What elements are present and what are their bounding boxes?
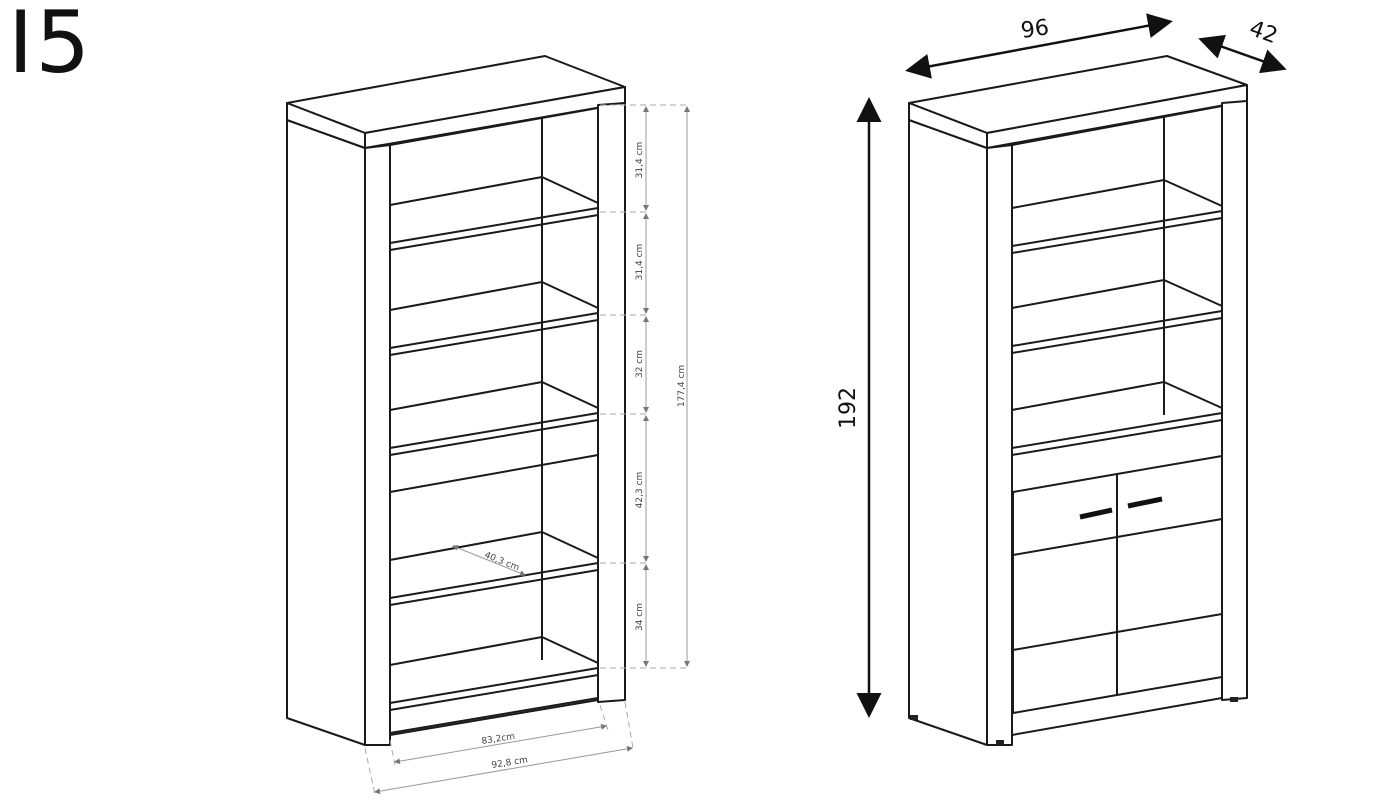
shelf-height-1: 31,4 cm [635, 142, 645, 179]
cabinet-shelf [1011, 381, 1223, 456]
right-door-handle[interactable] [1127, 496, 1163, 509]
shelf-height-5: 34 cm [635, 603, 645, 631]
cabinet-shelf [1011, 279, 1223, 354]
bookcase-shelf [389, 531, 599, 606]
bookcase-divider [389, 454, 599, 493]
left-door-handle[interactable] [1079, 507, 1113, 520]
bookcase-shelf [389, 176, 599, 251]
open-bookcase-drawing [286, 55, 626, 746]
inner-height: 177,4 cm [677, 365, 687, 407]
shelf-height-3: 32 cm [635, 350, 645, 378]
depth-label: 42 [1246, 16, 1281, 49]
width-label: 96 [1019, 15, 1050, 44]
cabinet-drawing [908, 55, 1248, 746]
bookcase-shelf [389, 636, 599, 711]
right-door[interactable] [1116, 455, 1223, 696]
bookcase-shelf [389, 381, 599, 456]
height-label: 192 [836, 387, 861, 429]
shelf-height-2: 31,4 cm [635, 244, 645, 281]
model-code: I5 [8, 0, 93, 93]
bookcase-shelf [389, 281, 599, 356]
cabinet-shelf [1011, 179, 1223, 254]
shelf-height-4: 42,3 cm [635, 472, 645, 509]
